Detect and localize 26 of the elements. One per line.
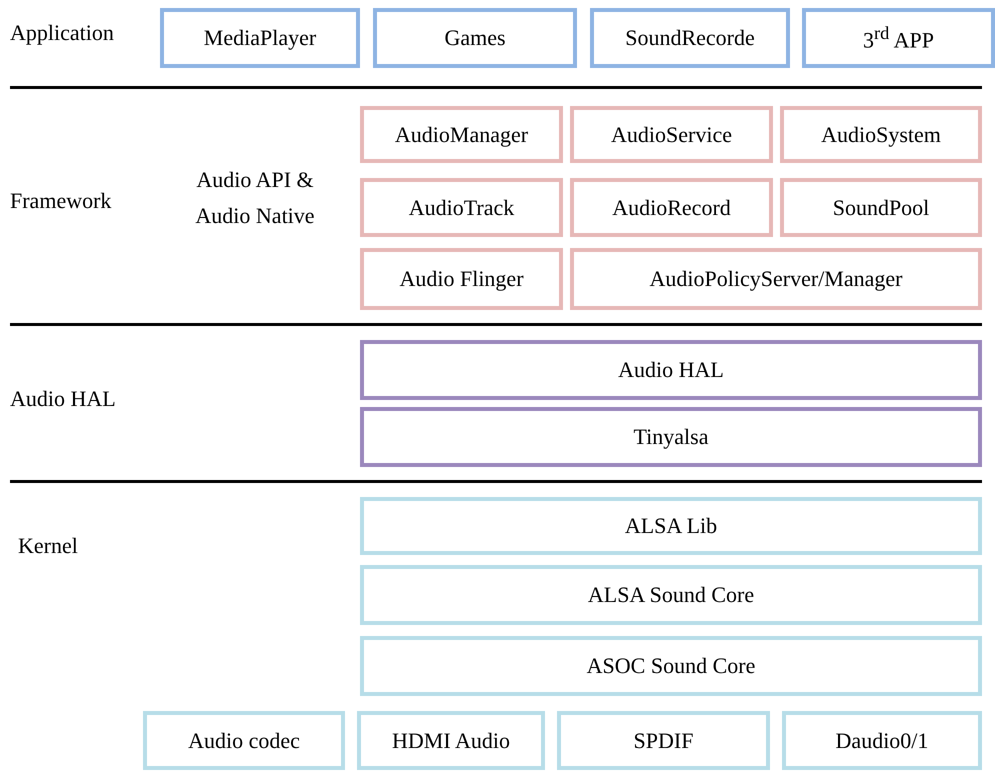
layer-label: Kernel xyxy=(18,533,79,559)
component-box: AudioPolicyServer/Manager xyxy=(570,248,982,310)
component-box: Tinyalsa xyxy=(360,407,982,467)
component-box: AudioManager xyxy=(360,106,563,163)
layer-label: Framework xyxy=(10,188,112,214)
component-box: MediaPlayer xyxy=(160,8,360,68)
component-box: Audio HAL xyxy=(360,340,982,400)
component-box: Audio Flinger xyxy=(360,248,563,310)
component-box: AudioRecord xyxy=(570,178,773,237)
component-box: ALSA Lib xyxy=(360,497,982,555)
component-box: HDMI Audio xyxy=(357,711,545,770)
component-box: ALSA Sound Core xyxy=(360,565,982,625)
component-box: SoundRecorde xyxy=(590,8,790,68)
layer-label: Audio API & Audio Native xyxy=(194,166,316,230)
component-box: 3$^{rd}$ APP xyxy=(802,8,995,68)
component-box: AudioService xyxy=(570,106,773,163)
component-box: SPDIF xyxy=(557,711,770,770)
component-box: AudioTrack xyxy=(360,178,563,237)
component-box: Audio codec xyxy=(143,711,345,770)
component-box: Daudio0/1 xyxy=(782,711,982,770)
component-box: Games xyxy=(373,8,577,68)
component-box: SoundPool xyxy=(780,178,982,237)
component-box: ASOC Sound Core xyxy=(360,636,982,696)
layer-label: Application xyxy=(10,20,115,46)
component-box: AudioSystem xyxy=(780,106,982,163)
layer-label: Audio HAL xyxy=(10,386,117,412)
